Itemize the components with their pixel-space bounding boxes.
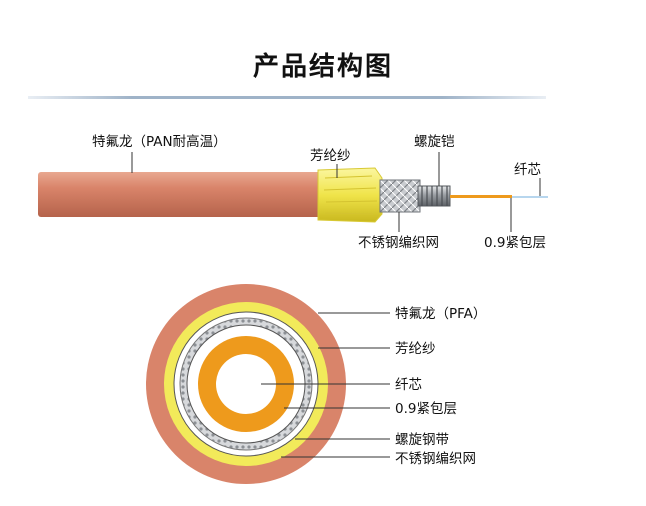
- label-cs-jacket: 特氟龙（PFA）: [395, 306, 486, 322]
- cs-fiber-core: [216, 354, 276, 414]
- label-cs-fiber: 纤芯: [395, 377, 422, 393]
- spiral-armor: [417, 185, 451, 207]
- label-cs-aramid: 芳纶纱: [395, 341, 436, 357]
- title-divider: [28, 96, 546, 99]
- label-side-buffer: 0.9紧包层: [484, 235, 546, 251]
- side-view-leader-lines: [131, 152, 541, 232]
- label-cs-steel-tape: 螺旋钢带: [395, 432, 449, 448]
- label-cs-buffer: 0.9紧包层: [395, 401, 457, 417]
- label-side-braid: 不锈钢编织网: [358, 235, 439, 251]
- spiral-armor-coils: [421, 186, 448, 206]
- page-title: 产品结构图: [252, 52, 393, 82]
- braid-mesh: [379, 179, 421, 213]
- cable-side-view: [38, 167, 548, 223]
- label-cs-braid: 不锈钢编织网: [395, 451, 476, 467]
- label-side-jacket: 特氟龙（PAN耐高温）: [92, 133, 227, 150]
- aramid-yarn-layer: [317, 167, 383, 223]
- label-side-armor: 螺旋铠: [414, 134, 455, 150]
- cable-cross-section: [146, 284, 346, 484]
- label-side-aramid: 芳纶纱: [310, 148, 351, 164]
- aramid-yarn-strands: [323, 175, 378, 215]
- label-side-fiber: 纤芯: [514, 162, 541, 178]
- jacket-sheath: [38, 172, 333, 217]
- tight-buffer-fiber: [450, 195, 512, 198]
- cross-section-leader-lines: [261, 312, 390, 458]
